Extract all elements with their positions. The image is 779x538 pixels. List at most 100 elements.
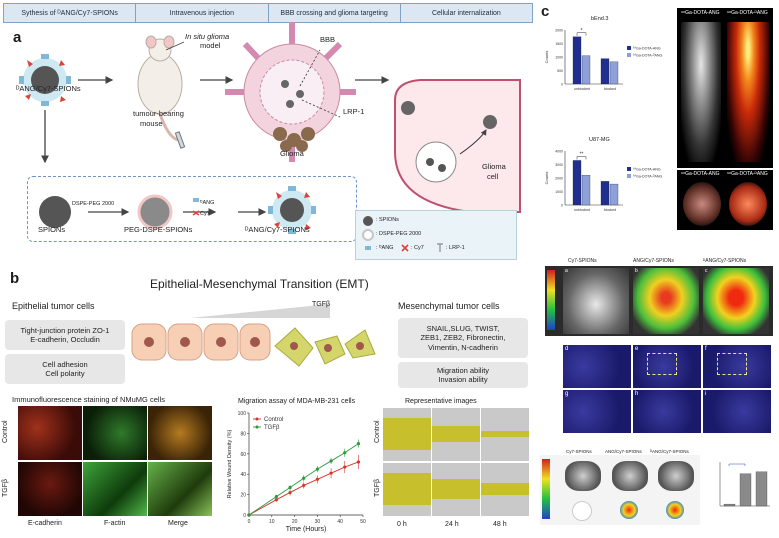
chart-point	[274, 498, 278, 502]
u87-y-tick-label: 0	[561, 204, 563, 208]
bend3-bar	[581, 55, 591, 85]
legend-spions: : SPIONs	[376, 217, 399, 223]
mri-bar	[723, 503, 736, 507]
microscopy-image: h	[633, 390, 701, 433]
cy7-label: Cy7	[200, 211, 210, 217]
bend3-legend-label: ⁶⁸Ga-DOTA-ANG	[633, 47, 661, 51]
mesenchymal-heading: Mesenchymal tumor cells	[398, 301, 500, 311]
mri-title-2: ANG/Cy7-SPIONs	[605, 449, 642, 454]
microscopy-letter: d	[565, 346, 569, 352]
mouse-icon	[137, 35, 186, 149]
wound-image	[481, 408, 529, 461]
wound-image	[383, 408, 431, 461]
chart-point	[247, 513, 251, 517]
fluo-title-1: Cy7-SPIONs	[568, 258, 597, 264]
chart-legend-label: TGFβ	[264, 425, 280, 431]
rep-col-24h: 24 h	[445, 521, 459, 528]
chart-x-tick-label: 10	[269, 519, 275, 525]
chart-point	[302, 476, 306, 480]
legend-cy7: : Cy7	[411, 245, 424, 251]
u87-bar	[609, 183, 619, 206]
mri-bar	[755, 471, 768, 507]
pet-bottom-label-dang: ⁶⁸Ga-DOTA-ᴰANG	[727, 171, 768, 177]
u87-y-tick-label: 4000	[555, 150, 563, 154]
fluorescence-mouse-a	[563, 268, 629, 334]
ang-icon	[193, 198, 199, 202]
panel-c-letter: c	[541, 3, 550, 20]
epithelial-features-line2: Cell polarity	[45, 369, 85, 378]
fluo-letter-a: a	[565, 268, 568, 274]
bend3-bar	[609, 61, 619, 85]
chart-point	[343, 465, 347, 469]
bend3-sig-marker: *	[581, 28, 583, 34]
wound-gap-band	[432, 479, 480, 499]
chart-title: Migration assay of MDA-MB-231 cells	[238, 398, 356, 405]
step-internalization: Cellular internalization	[431, 9, 501, 17]
rep-title: Representative images	[405, 398, 477, 405]
fluo-letter-b: b	[635, 268, 638, 274]
u87-bar	[572, 160, 582, 206]
mesenchymal-markers-box: SNAIL,SLUG, TWIST, ZEB1, ZEB2, Fibronect…	[398, 318, 528, 358]
chart-point	[356, 442, 361, 446]
chart-point	[288, 490, 292, 495]
mouse-label-1: tumour-bearing	[133, 109, 184, 118]
u87-y-tick-label: 2000	[555, 177, 563, 181]
glioma-cell-label-2: cell	[487, 172, 499, 181]
wound-image	[432, 463, 480, 516]
bend3-y-label: Counts	[544, 51, 549, 64]
u87-y-label: Counts	[544, 172, 549, 185]
tgf-label: TGFβ	[312, 301, 331, 308]
bend3-bar	[600, 58, 610, 85]
rep-col-0h: 0 h	[397, 521, 407, 528]
if-control-factin-image	[83, 406, 147, 460]
rep-row-control: Control	[374, 420, 381, 443]
chart-legend-label: Control	[264, 417, 283, 423]
chart-point	[274, 495, 278, 499]
model-label-2: model	[200, 41, 221, 50]
wound-gap-band	[481, 430, 529, 438]
spions-label: SPIONs	[38, 225, 66, 234]
u87-legend-label: ⁶⁸Ga-DOTA-ᴰANG	[633, 175, 663, 179]
pet-brain-panel: ⁶⁸Ga-DOTA-ANG ⁶⁸Ga-DOTA-ᴰANG	[677, 170, 773, 230]
if-row-control: Control	[2, 420, 9, 443]
microscopy-zoom-box	[717, 353, 747, 375]
glioma-label: Glioma	[280, 149, 304, 158]
chart-x-tick-label: 30	[315, 519, 321, 525]
mes-markers-line3: Vimentin, N-cadherin	[428, 342, 498, 352]
mri-image-2	[612, 461, 648, 491]
fluorescence-mouse-c	[703, 268, 769, 334]
fluo-letter-c: c	[705, 268, 708, 274]
u87-title: U87-MG	[589, 137, 610, 143]
mouse-label-2: mouse	[140, 119, 163, 128]
mri-image-3	[658, 461, 694, 491]
bend3-legend-swatch	[627, 46, 631, 50]
epithelial-markers-box: Tight-junction protein ZO-1 E-cadherin, …	[5, 320, 125, 350]
final-nanoparticle-label: ᴰANG/Cy7-SPIONs	[245, 225, 310, 234]
microscopy-image: e	[633, 345, 701, 388]
chart-x-tick-label: 0	[248, 519, 251, 525]
bend3-sig-bracket	[576, 32, 587, 36]
chart-legend-marker	[255, 425, 259, 429]
pet-scan-dang-image	[727, 22, 769, 162]
u87-y-tick-label: 1000	[555, 190, 563, 194]
legend-ang: : ᴰANG	[376, 245, 394, 251]
u87-legend-swatch	[627, 167, 631, 171]
mes-markers-line2: ZEB1, ZEB2, Fibronectin,	[420, 333, 506, 343]
if-col-merge: Merge	[168, 520, 188, 527]
panel-a-schematic	[19, 22, 521, 234]
microscopy-letter: e	[635, 346, 639, 352]
pet-brain-dang-image	[729, 182, 767, 226]
glioma-cell-label-1: Glioma	[482, 162, 506, 171]
if-control-ecadherin-image	[18, 406, 82, 460]
bend3-title: bEnd.3	[591, 16, 609, 22]
microscopy-image: g	[563, 390, 631, 433]
if-title: Immunofluorescence staining of NMuMG cel…	[12, 395, 165, 404]
fluorescence-colorbar	[547, 270, 555, 330]
chart-y-tick-label: 0	[243, 513, 246, 519]
pet-scan-ang-image	[681, 22, 721, 162]
microscopy-image: i	[703, 390, 771, 433]
